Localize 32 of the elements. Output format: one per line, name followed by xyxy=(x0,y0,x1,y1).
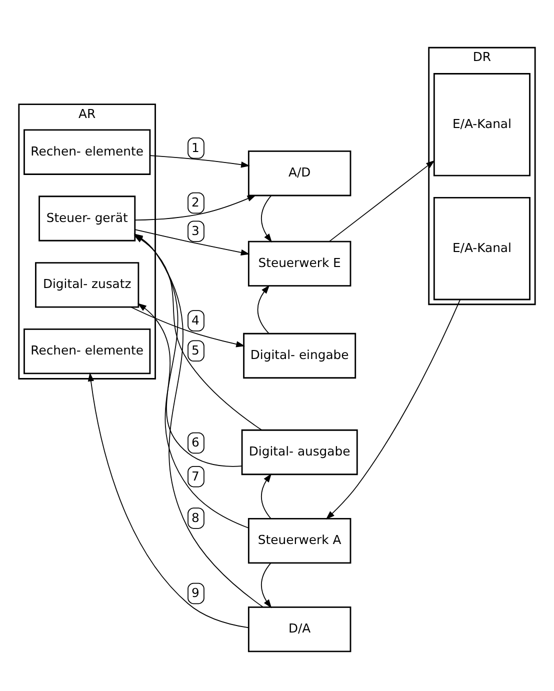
node-box: E/A-Kanal xyxy=(433,196,530,300)
arrow xyxy=(260,194,272,242)
arrow xyxy=(326,298,461,519)
arrow xyxy=(260,562,272,608)
edge-label: 7 xyxy=(192,468,200,483)
edge-label: 9 xyxy=(192,584,200,600)
node-box: Digital- zusatz xyxy=(35,262,140,308)
node-box: Rechen- elemente xyxy=(24,128,151,174)
arrow xyxy=(260,472,272,519)
node-box: Steuerwerk E xyxy=(248,240,352,286)
arrow xyxy=(138,302,242,466)
edge-label: 4 xyxy=(192,312,200,327)
edge-label: 2 xyxy=(192,194,200,210)
edge-label: 8 xyxy=(192,509,200,524)
edge-label: 3 xyxy=(192,222,200,238)
node-box: Digital- ausgabe xyxy=(241,428,358,475)
node-box: Rechen- elemente xyxy=(24,328,151,374)
node-box: Steuerwerk A xyxy=(248,517,352,564)
arrow xyxy=(130,306,246,347)
arrow xyxy=(88,372,250,628)
arrow xyxy=(150,154,250,168)
node-box: Steuer- gerät xyxy=(38,195,136,241)
arrow xyxy=(329,160,435,242)
node-box: Digital- eingabe xyxy=(243,332,356,378)
edge-label: 5 xyxy=(192,342,200,358)
node-box: A/D xyxy=(248,150,352,196)
arrow xyxy=(134,194,256,220)
edge-label: 6 xyxy=(192,434,200,450)
node-box: E/A-Kanal xyxy=(433,72,530,176)
edge-label: 1 xyxy=(192,139,200,154)
arrow xyxy=(257,284,270,334)
node-box: D/A xyxy=(248,606,352,652)
